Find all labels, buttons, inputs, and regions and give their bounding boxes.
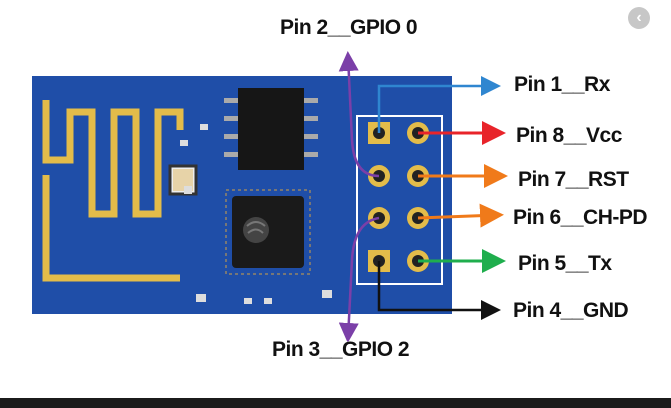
pin5-label: Pin 5__Tx (518, 252, 612, 275)
smd-part (322, 290, 332, 298)
esp-main-chip (225, 189, 311, 275)
antenna-trace (42, 100, 184, 282)
smd-part (200, 124, 208, 130)
chevron-left-icon[interactable]: ‹ (628, 7, 650, 29)
pin3-connector (338, 216, 380, 343)
smd-part (196, 294, 206, 302)
led-lens (173, 169, 193, 191)
pin1-label: Pin 1__Rx (514, 73, 611, 96)
smd-part (180, 140, 188, 146)
smd-part (244, 298, 252, 304)
pin4-connector (377, 261, 501, 320)
pin1-connector (377, 76, 501, 133)
pin7-label: Pin 7__RST (518, 168, 629, 191)
bottom-bar (0, 398, 671, 408)
pin2-connector (338, 51, 380, 178)
pin8-label: Pin 8__Vcc (516, 124, 623, 147)
smd-part (264, 298, 272, 304)
pin4-label: Pin 4__GND (513, 299, 629, 322)
pin2-label: Pin 2__GPIO 0 (280, 16, 417, 39)
flash-chip (224, 88, 318, 170)
pin3-label: Pin 3__GPIO 2 (272, 338, 409, 361)
pin6-connector (417, 203, 504, 228)
pin6-label: Pin 6__CH-PD (513, 206, 647, 229)
smd-part (184, 186, 192, 194)
esp-board (32, 76, 452, 314)
pin-header-outline (356, 115, 443, 285)
